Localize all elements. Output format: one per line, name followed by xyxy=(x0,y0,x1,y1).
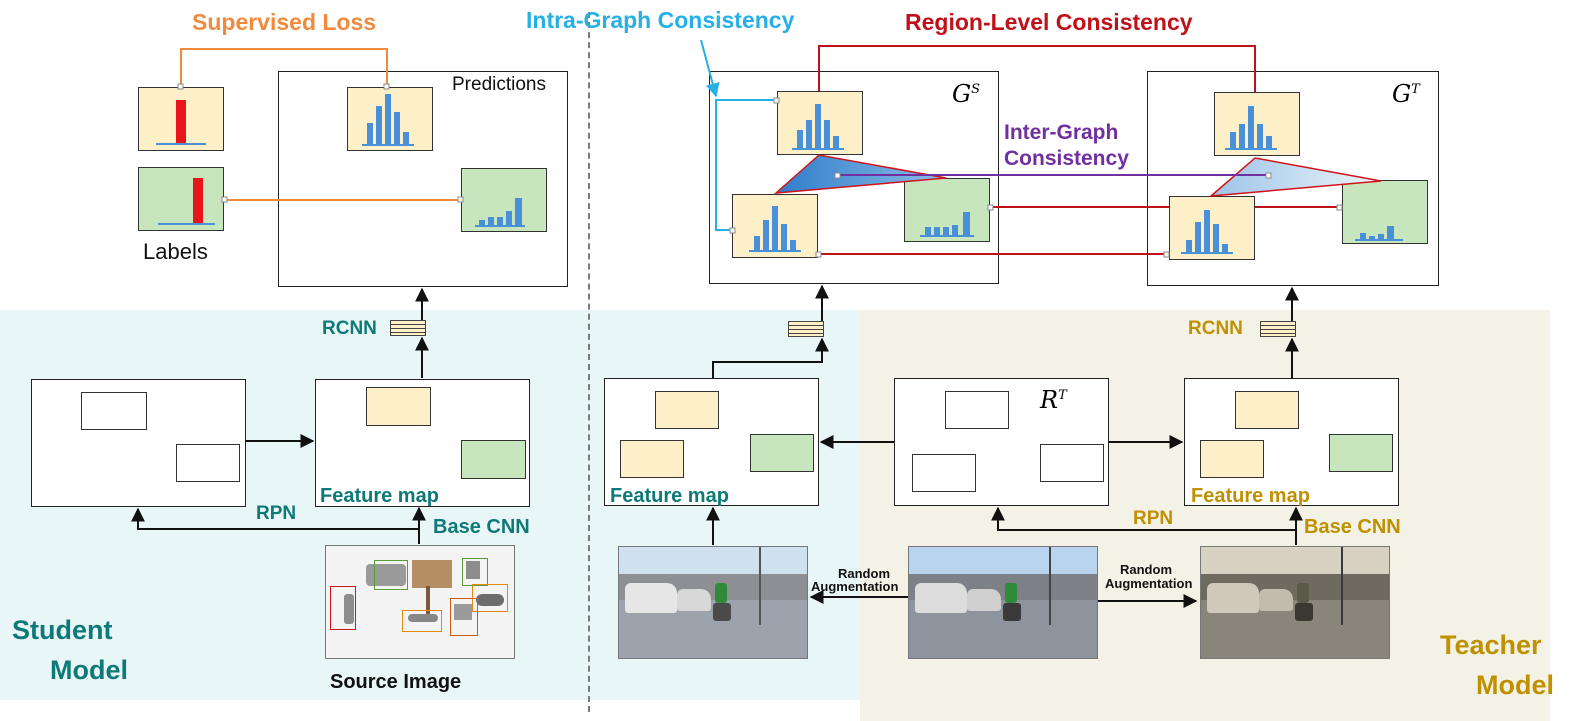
teacher-proposal-3 xyxy=(1040,444,1104,482)
teacher-model-label-2: Model xyxy=(1476,670,1554,700)
teacher-proposal-1 xyxy=(945,391,1009,429)
region-level-connectors xyxy=(818,45,1342,255)
student-rcnn-layer xyxy=(390,320,426,336)
student-feature-region-yellow xyxy=(366,387,431,426)
student-feature-region-green xyxy=(461,440,526,479)
random-augmentation-left-1: Random xyxy=(838,566,890,581)
prediction-card-green xyxy=(461,168,547,232)
student-model-label-1: Student xyxy=(12,615,113,645)
labels-caption: Labels xyxy=(143,239,208,264)
graph-t-node-left xyxy=(1169,196,1255,260)
teacher-proposal-2 xyxy=(912,454,976,492)
student-model-label-2: Model xyxy=(50,655,128,685)
intra-graph-connector xyxy=(700,39,777,231)
random-augmentation-right-2: Augmentation xyxy=(1105,576,1193,591)
source-image xyxy=(325,545,515,659)
mid-feature-region-3 xyxy=(750,434,814,472)
mid-rcnn-layer xyxy=(788,321,824,337)
teacher-base-cnn-label: Base CNN xyxy=(1304,516,1401,538)
student-rpn-label: RPN xyxy=(256,503,297,524)
mid-feature-region-2 xyxy=(620,440,684,478)
supervised-loss-label: Supervised Loss xyxy=(192,9,377,35)
mid-feature-map-label: Feature map xyxy=(610,485,729,507)
teacher-model-label-1: Teacher xyxy=(1440,630,1542,660)
student-feature-map-label: Feature map xyxy=(320,485,439,507)
flow-arrows xyxy=(131,284,1303,608)
teacher-augmented-image xyxy=(1200,546,1390,659)
region-t-symbol: RT xyxy=(1040,386,1067,414)
random-augmentation-left-2: Augmentation xyxy=(811,579,899,594)
graph-t-symbol: GT xyxy=(1392,80,1420,108)
random-augmentation-right-1: Random xyxy=(1120,562,1172,577)
teacher-feature-region-3 xyxy=(1329,434,1393,472)
graph-t-node-right xyxy=(1342,180,1428,244)
mid-feature-region-1 xyxy=(655,391,719,429)
teacher-feature-region-1 xyxy=(1235,391,1299,429)
inter-graph-consistency-label-1: Inter-Graph xyxy=(1004,121,1119,144)
teacher-feature-map-label: Feature map xyxy=(1191,485,1310,507)
region-level-consistency-label: Region-Level Consistency xyxy=(905,9,1193,35)
source-image-label: Source Image xyxy=(330,671,462,693)
graph-t-triangle xyxy=(1208,157,1382,197)
student-augmented-image xyxy=(618,546,808,659)
intra-graph-consistency-label: Intra-Graph Consistency xyxy=(526,7,795,33)
target-image xyxy=(908,546,1098,659)
student-proposal-1 xyxy=(81,392,147,430)
student-proposal-2 xyxy=(176,444,240,482)
predictions-label: Predictions xyxy=(452,74,546,95)
teacher-rpn-label: RPN xyxy=(1133,508,1174,529)
student-base-cnn-label: Base CNN xyxy=(433,516,530,538)
graph-s-symbol: GS xyxy=(952,80,981,108)
prediction-histograms xyxy=(362,94,1403,254)
teacher-feature-region-2 xyxy=(1200,440,1264,478)
teacher-rcnn-layer xyxy=(1260,321,1296,337)
label-bars xyxy=(156,100,215,225)
section-divider xyxy=(588,12,590,712)
teacher-rcnn-label: RCNN xyxy=(1188,318,1243,339)
student-rcnn-label: RCNN xyxy=(322,318,377,339)
inter-graph-consistency-label-2: Consistency xyxy=(1004,147,1129,170)
supervised-loss-connector xyxy=(180,48,461,201)
